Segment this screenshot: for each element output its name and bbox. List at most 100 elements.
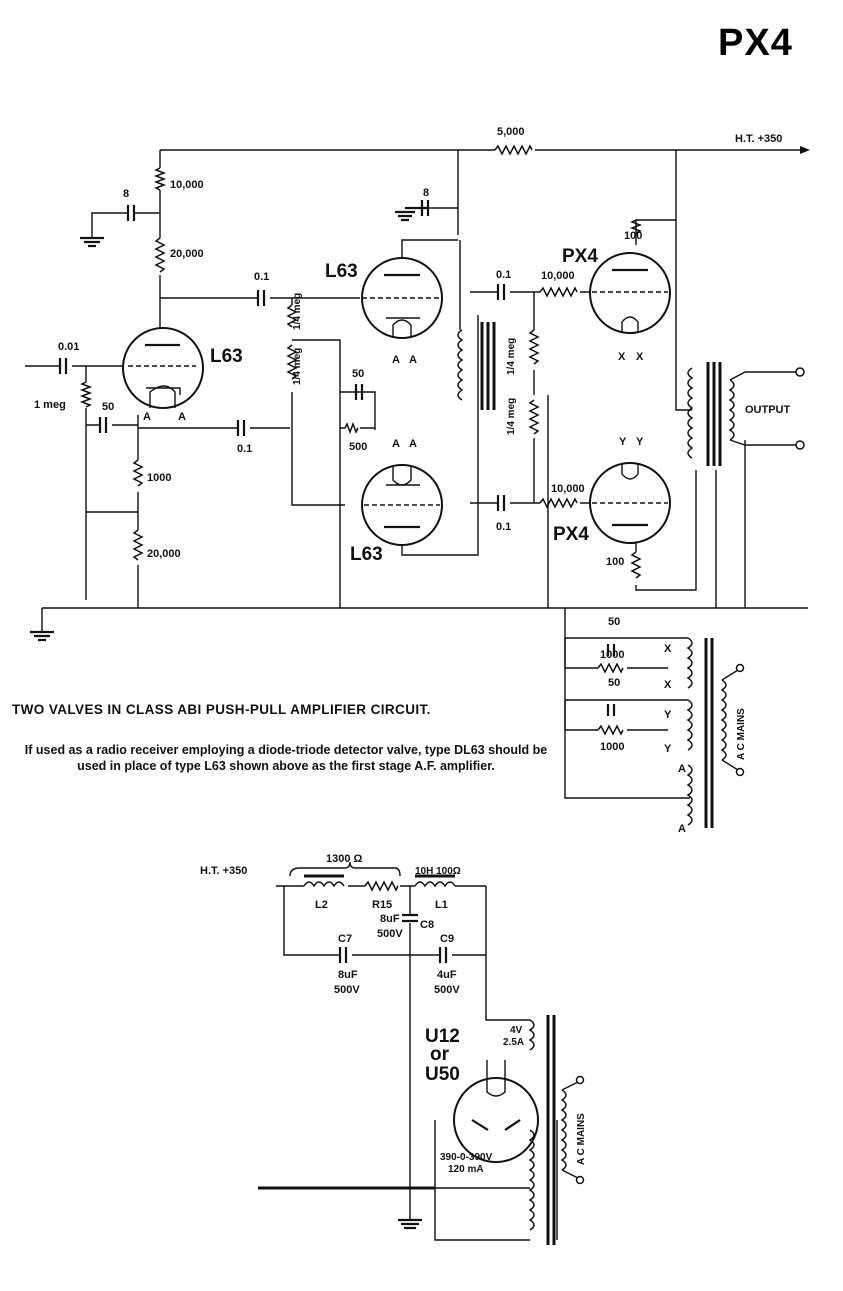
pin-a3: A bbox=[392, 354, 400, 366]
label-heater-c50b: 50 bbox=[608, 677, 620, 689]
label-c7: C7 bbox=[338, 933, 352, 945]
label-r1meg: 1 meg bbox=[34, 399, 66, 411]
label-tube-l63-driver: L63 bbox=[210, 346, 243, 367]
label-r-total: 1300 Ω bbox=[326, 853, 363, 865]
resistor-5000 bbox=[494, 144, 533, 156]
pin-hy2: Y bbox=[664, 743, 672, 755]
label-ht-supply: H.T. +350 bbox=[735, 133, 782, 145]
resistor-20000b bbox=[132, 529, 144, 561]
label-c01a: 0.1 bbox=[254, 271, 269, 283]
capacitor-01d bbox=[496, 495, 506, 511]
resistor-quarter-meg-a bbox=[286, 304, 298, 328]
page-title: PX4 bbox=[718, 22, 793, 64]
capacitor-8b bbox=[420, 200, 430, 216]
label-l1-spec: 10H 100Ω bbox=[415, 866, 461, 877]
capacitor-01b bbox=[236, 420, 246, 436]
label-c8b: 8 bbox=[423, 187, 429, 199]
label-r10000: 10,000 bbox=[170, 179, 204, 191]
transformers bbox=[457, 322, 805, 466]
label-tube-l63-top: L63 bbox=[325, 261, 358, 282]
resistor-20000 bbox=[154, 237, 166, 273]
label-c01c: 0.1 bbox=[496, 269, 511, 281]
label-r10000-top: 10,000 bbox=[541, 270, 575, 282]
capacitor-001 bbox=[58, 358, 68, 374]
choke-l1 bbox=[414, 881, 456, 888]
pin-a1: A bbox=[143, 411, 151, 423]
label-c001: 0.01 bbox=[58, 341, 79, 353]
label-heater-v: 4V bbox=[510, 1025, 523, 1036]
label-quarter-meg-b: 1/4 meg bbox=[292, 348, 303, 385]
label-c9-voltage: 500V bbox=[434, 984, 460, 996]
label-l2: L2 bbox=[315, 899, 328, 911]
label-heater-a: 2.5A bbox=[503, 1037, 524, 1048]
label-c9-value: 4uF bbox=[437, 969, 457, 981]
label-heater-c50a: 50 bbox=[608, 616, 620, 628]
label-c01b: 0.1 bbox=[237, 443, 252, 455]
pin-a2: A bbox=[178, 411, 186, 423]
label-rectifier-2: or bbox=[430, 1044, 450, 1065]
resistor-100-bot bbox=[630, 551, 642, 579]
pin-x2: X bbox=[636, 351, 644, 363]
tube-l63-bottom bbox=[361, 464, 443, 546]
label-quarter-meg-d: 1/4 meg bbox=[506, 398, 517, 435]
label-r1000: 1000 bbox=[147, 472, 171, 484]
label-r500: 500 bbox=[349, 441, 367, 453]
pin-a6: A bbox=[409, 438, 417, 450]
label-rectifier-3: U50 bbox=[425, 1064, 460, 1085]
label-c8-voltage: 500V bbox=[377, 928, 403, 940]
label-rectifier-1: U12 bbox=[425, 1026, 460, 1047]
pin-a4: A bbox=[409, 354, 417, 366]
caption-note: If used as a radio receiver employing a … bbox=[24, 743, 548, 773]
power-supply-labels: H.T. +350 1300 Ω L2 R15 L1 10H 100Ω C8 8… bbox=[200, 853, 587, 1175]
capacitor-50b bbox=[354, 384, 364, 400]
label-r10000-bot: 10,000 bbox=[551, 483, 585, 495]
pin-y1: Y bbox=[619, 436, 627, 448]
label-tube-l63-bottom: L63 bbox=[350, 544, 383, 565]
capacitor-8a bbox=[126, 205, 136, 221]
label-r100-bot: 100 bbox=[606, 556, 624, 568]
label-l1: L1 bbox=[435, 899, 448, 911]
label-r20000b: 20,000 bbox=[147, 548, 181, 560]
tubes bbox=[122, 252, 671, 546]
capacitors bbox=[58, 200, 506, 511]
capacitor-50a bbox=[98, 417, 108, 433]
label-tube-px4-top: PX4 bbox=[562, 246, 598, 267]
label-c9: C9 bbox=[440, 933, 454, 945]
label-ht-winding-ma: 120 mA bbox=[448, 1164, 484, 1175]
resistor-quarter-meg-b bbox=[286, 344, 298, 380]
tube-l63-top bbox=[361, 257, 443, 339]
pin-a5: A bbox=[392, 438, 400, 450]
label-quarter-meg-a: 1/4 meg bbox=[292, 293, 303, 330]
resistor-100-top bbox=[629, 219, 643, 234]
label-c01d: 0.1 bbox=[496, 521, 511, 533]
resistor-r15 bbox=[364, 880, 399, 892]
label-c8a: 8 bbox=[123, 188, 129, 200]
resistor-1meg bbox=[79, 381, 93, 408]
tube-l63-driver bbox=[122, 327, 204, 409]
pin-ha1: A bbox=[678, 763, 686, 775]
resistor-10000 bbox=[153, 167, 167, 191]
label-c7-value: 8uF bbox=[338, 969, 358, 981]
label-c8: C8 bbox=[420, 919, 434, 931]
pin-ha2: A bbox=[678, 823, 686, 835]
pin-x1: X bbox=[618, 351, 626, 363]
caption-main: TWO VALVES IN CLASS ABI PUSH-PULL AMPLIF… bbox=[12, 702, 431, 717]
label-r100-top: 100 bbox=[624, 230, 642, 242]
label-ac-mains-amp: A C MAINS bbox=[736, 708, 747, 760]
label-c50b: 50 bbox=[352, 368, 364, 380]
power-supply-wiring bbox=[258, 861, 585, 1245]
resistor-10000-top bbox=[539, 286, 578, 298]
capacitor-01a bbox=[256, 290, 266, 306]
heater-transformer bbox=[564, 637, 745, 828]
resistor-500 bbox=[344, 421, 359, 435]
label-heater-r1000a: 1000 bbox=[600, 649, 624, 661]
resistor-quarter-meg-c bbox=[528, 329, 540, 365]
resistor-quarter-meg-d bbox=[528, 399, 540, 435]
label-heater-r1000b: 1000 bbox=[600, 741, 624, 753]
label-c7-voltage: 500V bbox=[334, 984, 360, 996]
label-r5000: 5,000 bbox=[497, 126, 525, 138]
label-ps-supply: H.T. +350 bbox=[200, 865, 247, 877]
pin-hx1: X bbox=[664, 643, 672, 655]
label-c8-value: 8uF bbox=[380, 913, 400, 925]
